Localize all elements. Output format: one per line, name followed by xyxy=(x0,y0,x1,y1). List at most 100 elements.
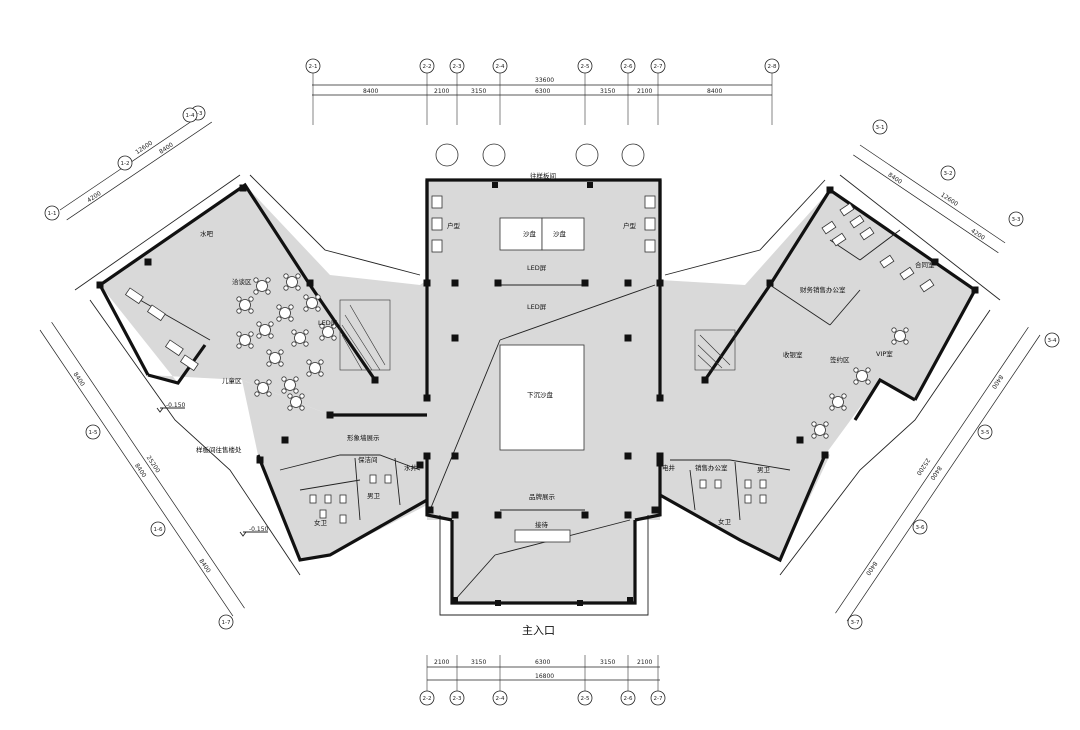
right-side-grid-axis-0: 3-4 xyxy=(1044,332,1060,348)
level-mark-a: -0.150 xyxy=(156,402,186,413)
round-table xyxy=(276,304,294,322)
round-table xyxy=(853,367,871,385)
left-top-grid-axis-1: 1-2 xyxy=(117,155,133,171)
right-top-grid-axis-0: 3-1 xyxy=(872,119,888,135)
column xyxy=(931,258,939,266)
right-side-grid-axes: 3-43-53-63-7 xyxy=(847,332,1060,630)
column xyxy=(452,597,458,603)
right-top-grid-axis-1: 3-2 xyxy=(940,165,956,181)
label-sales-office: 销售办公室 xyxy=(695,463,728,472)
column xyxy=(656,279,664,287)
desk xyxy=(919,278,935,293)
room-labels: 沙盘 沙盘 下沉沙盘 往样板间 户型 户型 LED屏 LED屏 LED屏 水吧 … xyxy=(156,171,935,637)
desk xyxy=(821,220,837,235)
desk xyxy=(839,202,855,217)
label-finance-office: 财务销售办公室 xyxy=(800,285,846,294)
top-grid-label: 2-3 xyxy=(453,64,462,70)
label-contract-room: 合同室 xyxy=(915,260,935,269)
desk xyxy=(831,232,847,247)
top-grid-axis-7: 2-8 xyxy=(764,58,780,125)
top-grid-axis-0: 2-1 xyxy=(305,58,321,125)
top-grid-label: 2-8 xyxy=(768,64,777,70)
left-side-grid-axis-2: 1-6 xyxy=(150,521,166,537)
top-dim-5: 3150 xyxy=(600,88,615,95)
top-dim-7: 8400 xyxy=(707,88,722,95)
column xyxy=(766,279,774,287)
exterior-planters xyxy=(435,143,645,167)
wc-fixture xyxy=(759,494,767,504)
right-top-grid-axis-label: 3-1 xyxy=(876,125,885,131)
column xyxy=(701,376,709,384)
column xyxy=(581,279,589,287)
left-top-grid-axis-label: 1-2 xyxy=(121,161,130,167)
round-table xyxy=(254,379,272,397)
stairs-right xyxy=(694,329,736,371)
reception-desk xyxy=(514,529,571,543)
right-side-overall-dim: 25200 xyxy=(915,457,932,477)
column xyxy=(624,279,632,287)
label-led-screen-left: LED屏 xyxy=(318,319,338,327)
column xyxy=(96,281,104,289)
right-top-grid-axis-label: 3-2 xyxy=(944,171,953,177)
label-water-well: 水井 xyxy=(404,463,418,472)
left-side-grid-axis-label: 1-5 xyxy=(89,430,98,436)
column xyxy=(423,394,431,402)
top-grid-axis-4: 2-5 xyxy=(577,58,593,125)
column xyxy=(492,182,498,188)
top-grid-label: 2-7 xyxy=(654,64,663,70)
bottom-grid-label: 2-3 xyxy=(453,696,462,702)
wc-fixture xyxy=(324,494,332,504)
wc-fixture xyxy=(369,474,377,484)
column xyxy=(306,279,314,287)
desk xyxy=(859,226,875,241)
bottom-dim-3: 6300 xyxy=(535,659,550,666)
wc-fixture xyxy=(759,479,767,489)
label-show-house-passage: 往样板间 xyxy=(530,171,556,180)
label-culture-wall: 形象墙展示 xyxy=(347,433,380,442)
central-features xyxy=(431,143,656,543)
bottom-dim-4: 3150 xyxy=(600,659,615,666)
left-side-grid-axis-0: 1-4 xyxy=(182,107,198,123)
top-grid-label: 2-6 xyxy=(624,64,633,70)
column xyxy=(494,511,502,519)
label-led-screen-bottom: LED屏 xyxy=(527,303,547,311)
bottom-dimensions: 2100 3150 6300 3150 2100 16800 xyxy=(427,659,660,681)
stairs-left xyxy=(339,299,391,371)
sunken-model-area xyxy=(499,344,585,451)
round-table xyxy=(303,294,321,312)
furniture xyxy=(124,182,935,606)
top-dim-3: 3150 xyxy=(471,88,486,95)
left-top-dimensions: 12600 4200 8400 xyxy=(59,111,212,221)
left-top-grid-axis-0: 1-1 xyxy=(44,205,60,221)
column xyxy=(656,394,664,402)
wc-fixture xyxy=(339,494,347,504)
right-top-dim-1: 8400 xyxy=(886,172,903,186)
top-dim-6: 2100 xyxy=(637,88,652,95)
bottom-grid-axis-4: 2-6 xyxy=(620,655,636,706)
label-sunken-model: 下沉沙盘 xyxy=(527,390,554,399)
column xyxy=(494,279,502,287)
left-top-dim-2: 8400 xyxy=(158,141,175,155)
bottom-grid-axis-1: 2-3 xyxy=(449,655,465,706)
right-top-grid-axis-label: 3-3 xyxy=(1012,217,1021,223)
sofa xyxy=(179,354,199,372)
right-side-grid-axis-label: 3-5 xyxy=(981,430,990,436)
column xyxy=(451,452,459,460)
bottom-grid-axis-5: 2-7 xyxy=(650,655,666,706)
top-grid-label: 2-2 xyxy=(423,64,432,70)
bottom-grid-label: 2-7 xyxy=(654,696,663,702)
right-side-grid-axis-label: 3-6 xyxy=(916,525,925,531)
top-grid-label: 2-5 xyxy=(581,64,590,70)
label-female-wc-left: 女卫 xyxy=(314,518,328,527)
wc-fixture xyxy=(744,494,752,504)
label-kids-area: 儿童区 xyxy=(222,376,242,385)
svg-text:-0.150: -0.150 xyxy=(166,402,186,409)
label-to-show-house: 样板间往售楼处 xyxy=(196,445,242,454)
round-table xyxy=(306,359,324,377)
bottom-grid-label: 2-5 xyxy=(581,696,590,702)
wc-fixture xyxy=(744,479,752,489)
label-product-right: 户型 xyxy=(623,221,637,230)
sofa xyxy=(124,287,144,305)
